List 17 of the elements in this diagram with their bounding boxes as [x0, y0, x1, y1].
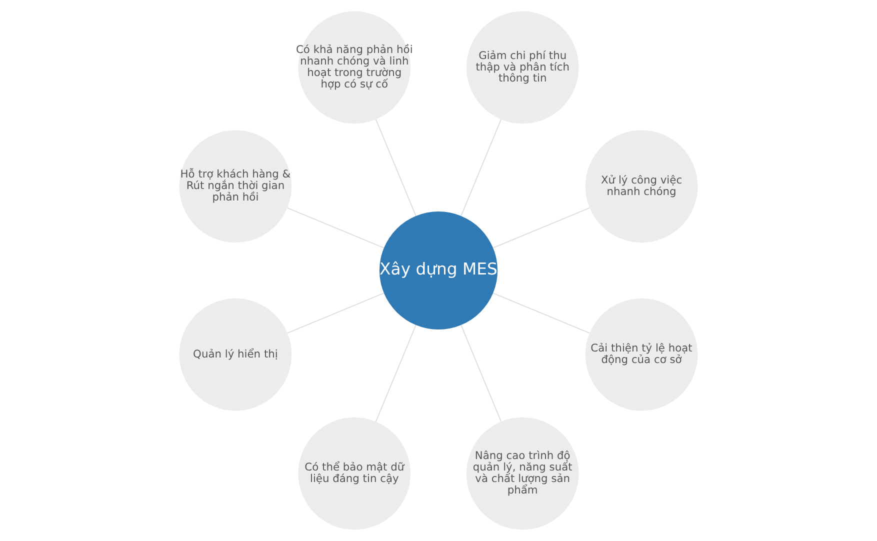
connector	[286, 207, 384, 248]
connector	[375, 324, 416, 422]
node-circle: Quản lý hiển thị	[179, 298, 292, 411]
node-circle: Hỗ trợ khách hàng & Rút ngắn thời gian phản hồi	[179, 130, 292, 243]
node-circle: Có khả năng phản hồi nhanh chóng và linh hoạt trong trường hợp có sự cố	[298, 11, 411, 124]
node-circle: Giảm chi phí thu thập và phân tích thông tin	[466, 11, 579, 124]
connector	[492, 207, 590, 248]
connector	[375, 118, 416, 216]
connector	[460, 118, 502, 216]
node-circle: Cải thiện tỷ lệ hoạt động của cơ sở	[585, 298, 698, 411]
node-circle: Xây dựng MES	[379, 211, 498, 330]
connector	[286, 292, 384, 334]
node-circle: Nâng cao trình độ quản lý, năng suất và chất lượng sản phẩm	[466, 417, 579, 530]
connector	[492, 292, 590, 334]
node-circle: Có thể bảo mật dữ liệu đáng tin cậy	[298, 417, 411, 530]
connector	[460, 324, 502, 422]
node-circle: Xử lý công việc nhanh chóng	[585, 130, 698, 243]
